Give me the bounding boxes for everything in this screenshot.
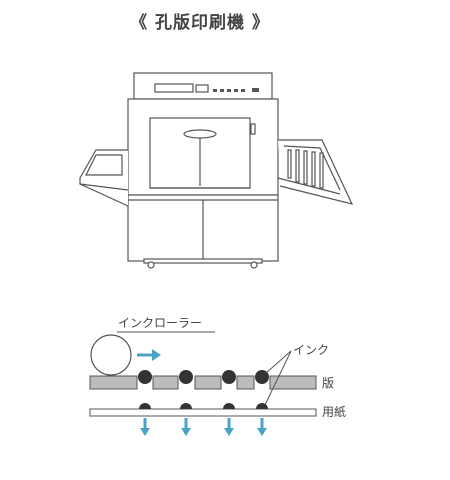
ink-roller-label: インクローラー — [118, 316, 202, 330]
diagram-title: 《 孔版印刷機 》 — [130, 13, 270, 33]
paper-label: 用紙 — [322, 404, 346, 419]
printer-top-panel — [133, 72, 273, 100]
paper-sheet — [89, 408, 317, 417]
ink-dots-paper — [139, 403, 268, 409]
printer-side-latch — [250, 123, 256, 135]
printer-base — [143, 258, 263, 264]
printer-buttons — [213, 89, 245, 92]
printer-display — [154, 83, 194, 93]
printer-illustration — [79, 72, 354, 269]
ink-label: インク — [293, 343, 329, 357]
stencil-plate — [89, 375, 317, 390]
ink-leader-2 — [263, 350, 292, 408]
paper-receiving-tray — [277, 139, 354, 205]
printer-start-key — [252, 88, 259, 92]
pressure-arrows — [140, 418, 267, 436]
ink-leader-1 — [265, 350, 292, 374]
paper-feed-tray — [79, 149, 129, 207]
ink-dots-stencil — [138, 370, 269, 384]
stencil-label: 版 — [322, 376, 334, 390]
printer-caster-left — [147, 261, 155, 269]
ink-roller — [90, 334, 132, 376]
printer-drum-top — [183, 129, 217, 139]
roller-direction-arrow — [137, 349, 161, 361]
printer-caster-right — [250, 261, 258, 269]
printer-button-panel — [195, 84, 209, 93]
